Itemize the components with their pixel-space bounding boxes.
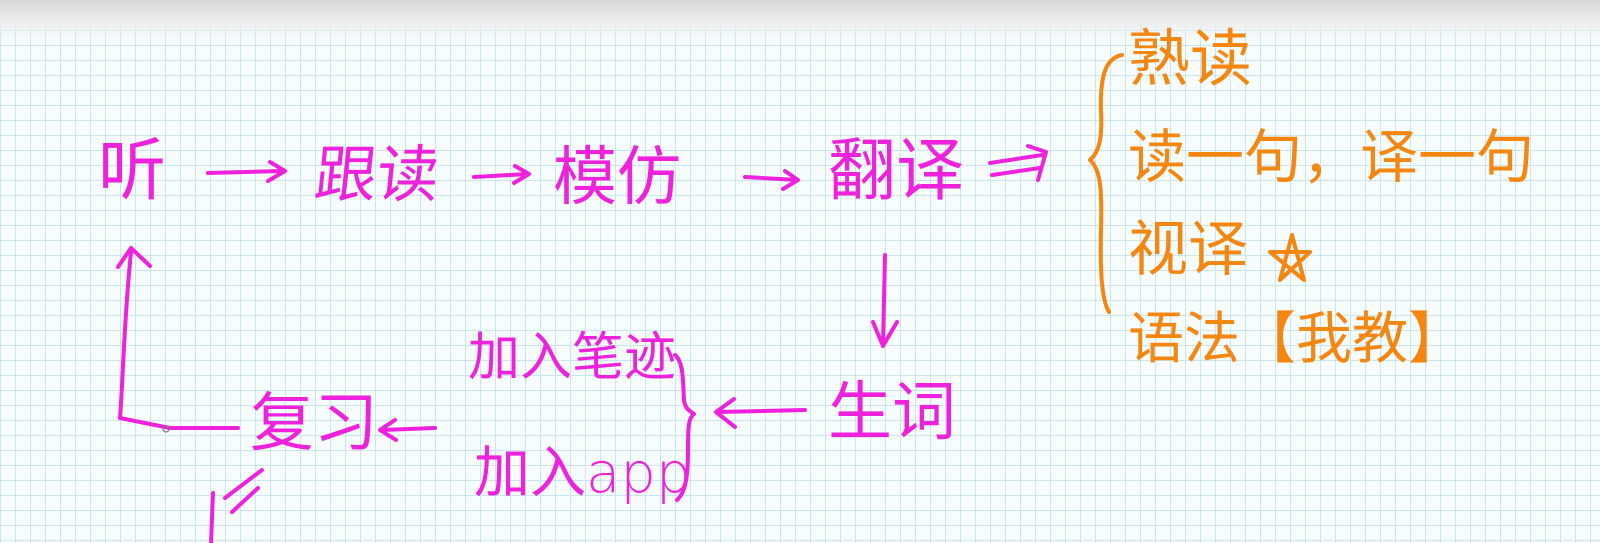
flow-node-listen: 听	[98, 132, 167, 211]
loop-arrow-review-to-listen	[116, 246, 240, 433]
arrow-imitate-to-translate	[743, 169, 800, 191]
method-item: 读一句，译一句	[1128, 123, 1535, 191]
arrow-options-to-review	[378, 418, 437, 442]
flow-node-translate: 翻译	[828, 132, 965, 211]
right-brace-options	[673, 353, 696, 502]
flow-option-add-app: 加入app	[474, 441, 692, 506]
arrow-listen-to-shadow-read	[206, 160, 287, 183]
flow-node-review: 复习	[250, 387, 378, 461]
window-top-bar	[0, 0, 1600, 42]
method-item: 视译	[1128, 215, 1248, 285]
method-item: 语法【我教】	[1128, 307, 1464, 372]
flow-option-add-notes: 加入笔迹	[468, 328, 677, 388]
arrow-vocab-to-bracket	[714, 397, 807, 429]
double-arrow-translate-to-methods	[988, 144, 1048, 182]
cut-off-stroke	[209, 468, 264, 543]
star-icon	[1268, 233, 1312, 282]
flow-node-vocab: 生词	[828, 376, 956, 450]
flow-node-imitate: 模仿	[553, 141, 681, 215]
method-item: 熟读	[1128, 22, 1253, 95]
arrow-shadow-read-to-imitate	[472, 164, 531, 185]
arrow-translate-to-vocab	[871, 253, 899, 348]
left-brace-methods	[1088, 53, 1124, 314]
flow-node-shadow-read: 跟读	[311, 138, 443, 211]
